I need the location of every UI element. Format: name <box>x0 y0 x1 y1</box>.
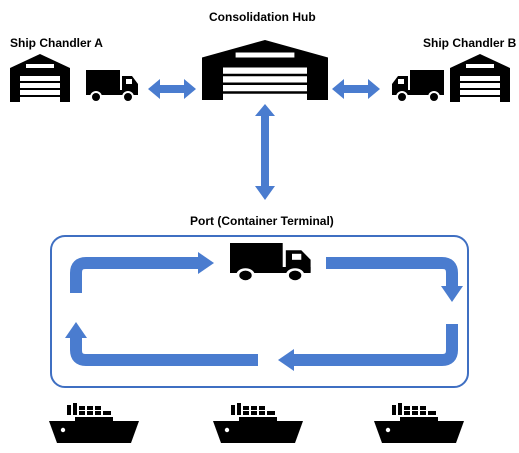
container-ship-icon <box>49 403 139 443</box>
container-ship-icon <box>374 403 464 443</box>
container-ship-icon <box>213 403 303 443</box>
arrow-head <box>65 322 87 338</box>
loop-arrow <box>70 257 198 293</box>
warehouse-icon <box>10 54 70 102</box>
loop-arrow <box>294 324 458 366</box>
double-arrow <box>332 79 380 99</box>
warehouse-icon <box>202 40 328 100</box>
loop-arrow <box>70 338 258 366</box>
consolidation-hub-title: Consolidation Hub <box>209 10 316 24</box>
loop-arrow <box>326 257 458 286</box>
arrow-head <box>278 349 294 371</box>
arrow-head <box>198 252 214 274</box>
truck-icon <box>391 69 445 103</box>
port-terminal-frame <box>50 235 469 388</box>
truck-icon <box>85 69 139 103</box>
warehouse-icon <box>450 54 510 102</box>
arrow-head <box>441 286 463 302</box>
double-arrow <box>148 79 196 99</box>
ship-chandler-b-title: Ship Chandler B <box>423 36 517 50</box>
ship-chandler-a-title: Ship Chandler A <box>10 36 103 50</box>
double-arrow <box>255 104 275 200</box>
port-title: Port (Container Terminal) <box>190 214 334 228</box>
